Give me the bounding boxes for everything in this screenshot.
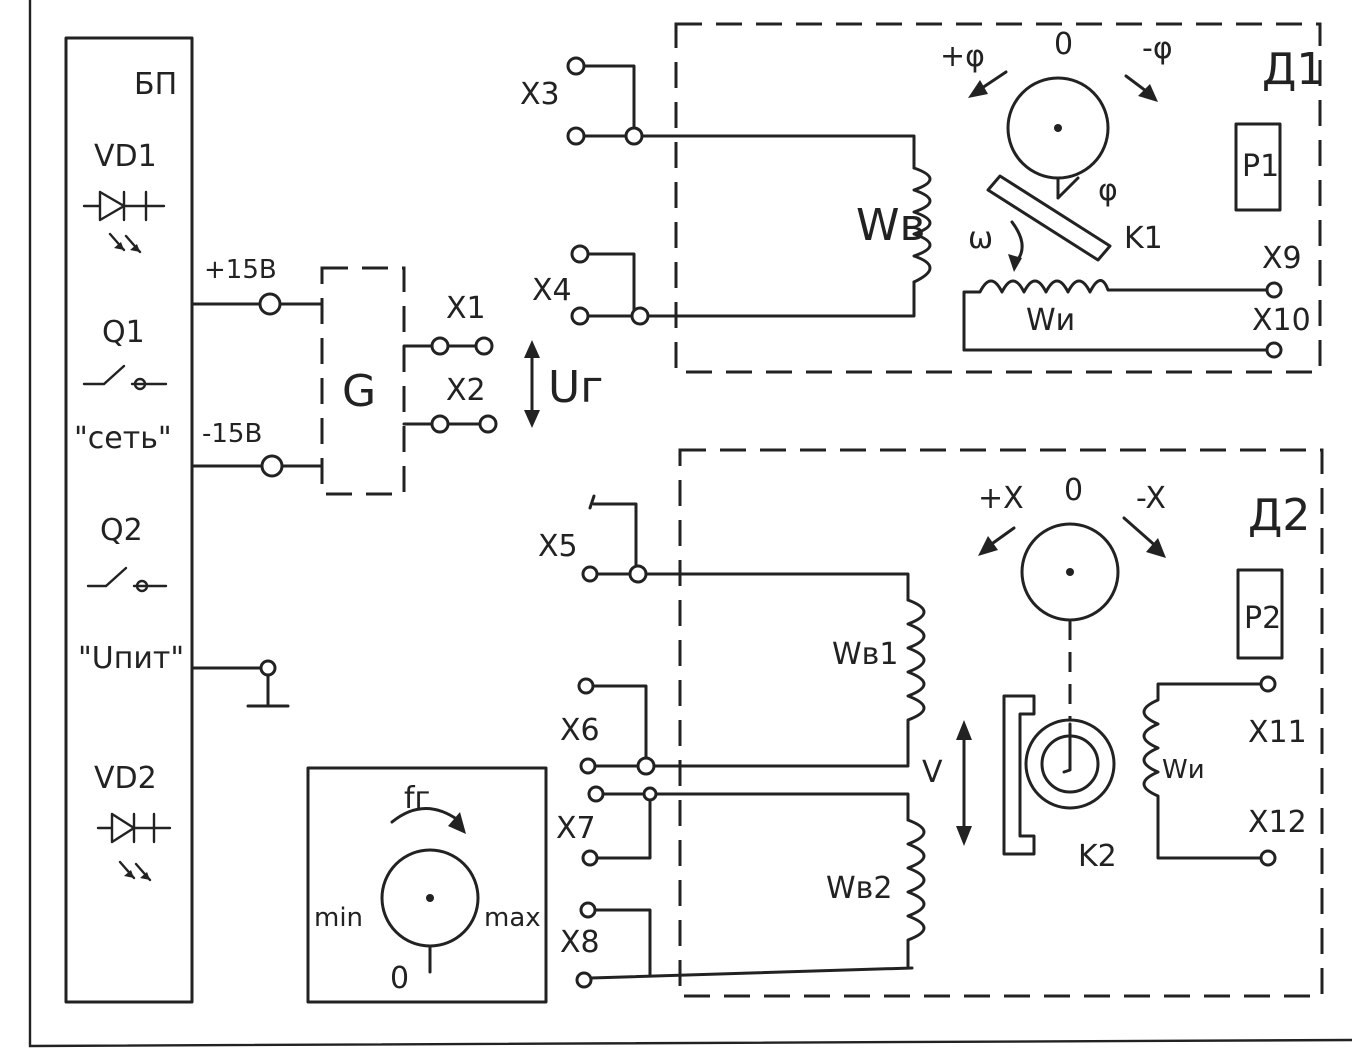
x6-terminal-a[interactable] <box>577 677 595 695</box>
x2-label: X2 <box>446 373 486 408</box>
sensor2-zero: 0 <box>1064 473 1083 508</box>
rotate-left-arrow-icon <box>978 526 1016 556</box>
sensor1-block: Д1 X3 X4 Wв +φ -φ 0 <box>520 22 1324 374</box>
wv1-label: Wв1 <box>832 637 898 672</box>
x9-terminal[interactable] <box>1265 281 1283 299</box>
x6-label: X6 <box>560 713 600 748</box>
x10-terminal[interactable] <box>1265 341 1283 359</box>
wi-coil-icon <box>962 279 1270 352</box>
sensor1-zero: 0 <box>1054 27 1073 62</box>
v-label: V <box>922 755 943 790</box>
sensor1-title: Д1 <box>1262 44 1324 95</box>
sensor2-title: Д2 <box>1248 490 1310 541</box>
plus15-label: +15В <box>204 255 277 285</box>
k2-label: K2 <box>1078 839 1117 874</box>
vd2-label: VD2 <box>94 761 157 796</box>
sensor2-plus-x: +X <box>978 481 1024 516</box>
k1-plate <box>986 174 1112 262</box>
wv-label: Wв <box>856 200 925 251</box>
x8-terminal-b[interactable] <box>575 971 593 989</box>
x2-terminal-b[interactable] <box>478 414 498 434</box>
p1-box: P1 <box>1242 149 1279 184</box>
sensor1-minus-phi: -φ <box>1142 31 1173 66</box>
knob-center-dot <box>426 894 434 902</box>
x7-label: X7 <box>556 811 596 846</box>
wi2-coil-icon <box>1142 682 1264 860</box>
x12-terminal[interactable] <box>1259 849 1277 867</box>
rotate-arrow-icon <box>390 807 466 834</box>
k1-label: K1 <box>1124 221 1163 256</box>
x8-label: X8 <box>560 925 600 960</box>
wv2-coil-icon <box>906 818 926 968</box>
vd1-label: VD1 <box>94 139 157 174</box>
q1-switch-icon[interactable] <box>82 364 168 391</box>
rotate-right-arrow-icon <box>1124 74 1158 102</box>
x11-terminal[interactable] <box>1259 675 1277 693</box>
sensor1-plus-phi: +φ <box>940 39 985 74</box>
x12-label: X12 <box>1248 805 1307 840</box>
x6-terminal-b[interactable] <box>579 757 597 775</box>
wv-coil-icon <box>912 166 932 284</box>
x11-label: X11 <box>1248 715 1307 750</box>
x4-label: X4 <box>532 273 572 308</box>
sensor2-block: Д2 X5 Wв1 X6 X7 Wв2 X8 <box>538 448 1324 998</box>
x3-terminal-a[interactable] <box>566 56 586 76</box>
wv1-coil-icon <box>906 598 926 766</box>
rotate-right-arrow-icon <box>1122 516 1166 558</box>
generator-label: G <box>342 366 376 417</box>
x3-label: X3 <box>520 77 560 112</box>
x9-label: X9 <box>1262 241 1302 276</box>
wi2-label: Wи <box>1162 755 1205 785</box>
freq-max-label: max <box>484 903 541 933</box>
minus15-label: -15В <box>202 419 262 449</box>
omega-arrow-icon <box>1008 220 1024 272</box>
x5-terminal-b[interactable] <box>628 564 648 584</box>
x4-terminal-b[interactable] <box>570 306 590 326</box>
x1-terminal-b[interactable] <box>474 336 494 356</box>
x7-terminal-b[interactable] <box>581 849 599 867</box>
power-supply-block: БП VD1 Q1 "сеть" Q2 "Uпит" VD2 <box>64 36 194 1004</box>
freq-zero-label: 0 <box>390 961 409 996</box>
power-supply-title: БП <box>134 67 177 102</box>
generator-block: G X1 X2 Uг <box>320 266 603 496</box>
wi-label: Wи <box>1026 303 1075 338</box>
wv2-label: Wв2 <box>826 871 892 906</box>
q2-switch-icon[interactable] <box>86 566 168 593</box>
p2-box: P2 <box>1244 601 1281 636</box>
outer-frame <box>28 0 1352 1048</box>
x7-terminal-a[interactable] <box>587 785 605 803</box>
vd2-led-icon <box>96 812 172 882</box>
minus15-terminal[interactable] <box>260 454 284 478</box>
q2-caption: "Uпит" <box>78 641 184 676</box>
double-arrow-icon <box>524 340 540 428</box>
rotate-left-arrow-icon <box>968 70 1008 98</box>
phi-label: φ <box>1098 173 1118 208</box>
x1-label: X1 <box>446 291 486 326</box>
q2-label: Q2 <box>100 513 143 548</box>
x2-terminal-a[interactable] <box>430 414 450 434</box>
plus15-terminal[interactable] <box>258 292 282 316</box>
freq-min-label: min <box>314 903 363 933</box>
q1-caption: "сеть" <box>74 421 172 456</box>
k2-core-icon <box>1002 694 1116 856</box>
q1-label: Q1 <box>102 315 145 350</box>
x3-terminal-b[interactable] <box>566 126 586 146</box>
supply-outputs: +15В -15В <box>190 255 324 708</box>
ground-icon <box>246 659 290 708</box>
vd1-led-icon <box>82 190 166 254</box>
ug-label: Uг <box>548 362 603 413</box>
x5-label: X5 <box>538 529 578 564</box>
omega-label: ω <box>968 221 993 256</box>
x5-terminal-a[interactable] <box>581 565 599 583</box>
vertical-double-arrow-icon <box>956 720 972 846</box>
x1-terminal-a[interactable] <box>430 336 450 356</box>
x10-label: X10 <box>1252 303 1311 338</box>
frequency-knob-panel: fг min max 0 <box>306 766 548 1004</box>
sensor2-minus-x: -X <box>1136 481 1166 516</box>
x4-terminal-a[interactable] <box>570 244 590 264</box>
x8-terminal-a[interactable] <box>579 901 597 919</box>
